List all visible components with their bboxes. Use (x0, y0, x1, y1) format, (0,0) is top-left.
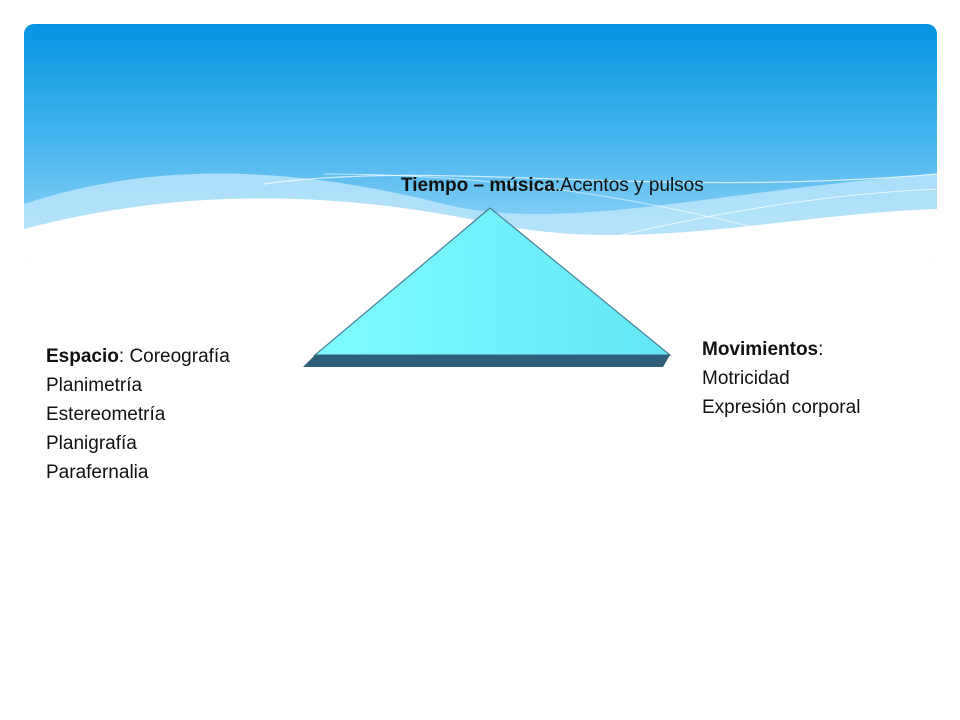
espacio-item: Estereometría (46, 404, 166, 425)
triangle-face (313, 207, 672, 356)
espacio-title: Espacio (46, 346, 119, 367)
movimientos-separator: : (818, 339, 824, 360)
tiempo-separator: : (554, 175, 561, 196)
espacio-label: Espacio: Coreografía Planimetría Estereo… (46, 342, 230, 487)
movimientos-label: Movimientos: Motricidad Expresión corpor… (702, 335, 860, 422)
espacio-first-item: Coreografía (129, 346, 230, 367)
pyramid-triangle (303, 207, 672, 367)
movimientos-title: Movimientos (702, 339, 819, 360)
movimientos-item: Motricidad (702, 368, 790, 389)
tiempo-text: Acentos y pulsos (560, 175, 704, 196)
movimientos-heading: Movimientos: (702, 335, 860, 364)
espacio-heading: Espacio: Coreografía (46, 342, 230, 371)
movimientos-item: Expresión corporal (702, 397, 861, 418)
triangle-base (303, 355, 670, 367)
espacio-item: Planimetría (46, 375, 143, 396)
tiempo-musica-label: Tiempo – música:Acentos y pulsos (401, 171, 704, 200)
tiempo-title: Tiempo – música (401, 175, 555, 196)
espacio-item: Parafernalia (46, 462, 149, 483)
espacio-item: Planigrafía (46, 433, 137, 454)
espacio-separator: : (118, 346, 130, 367)
